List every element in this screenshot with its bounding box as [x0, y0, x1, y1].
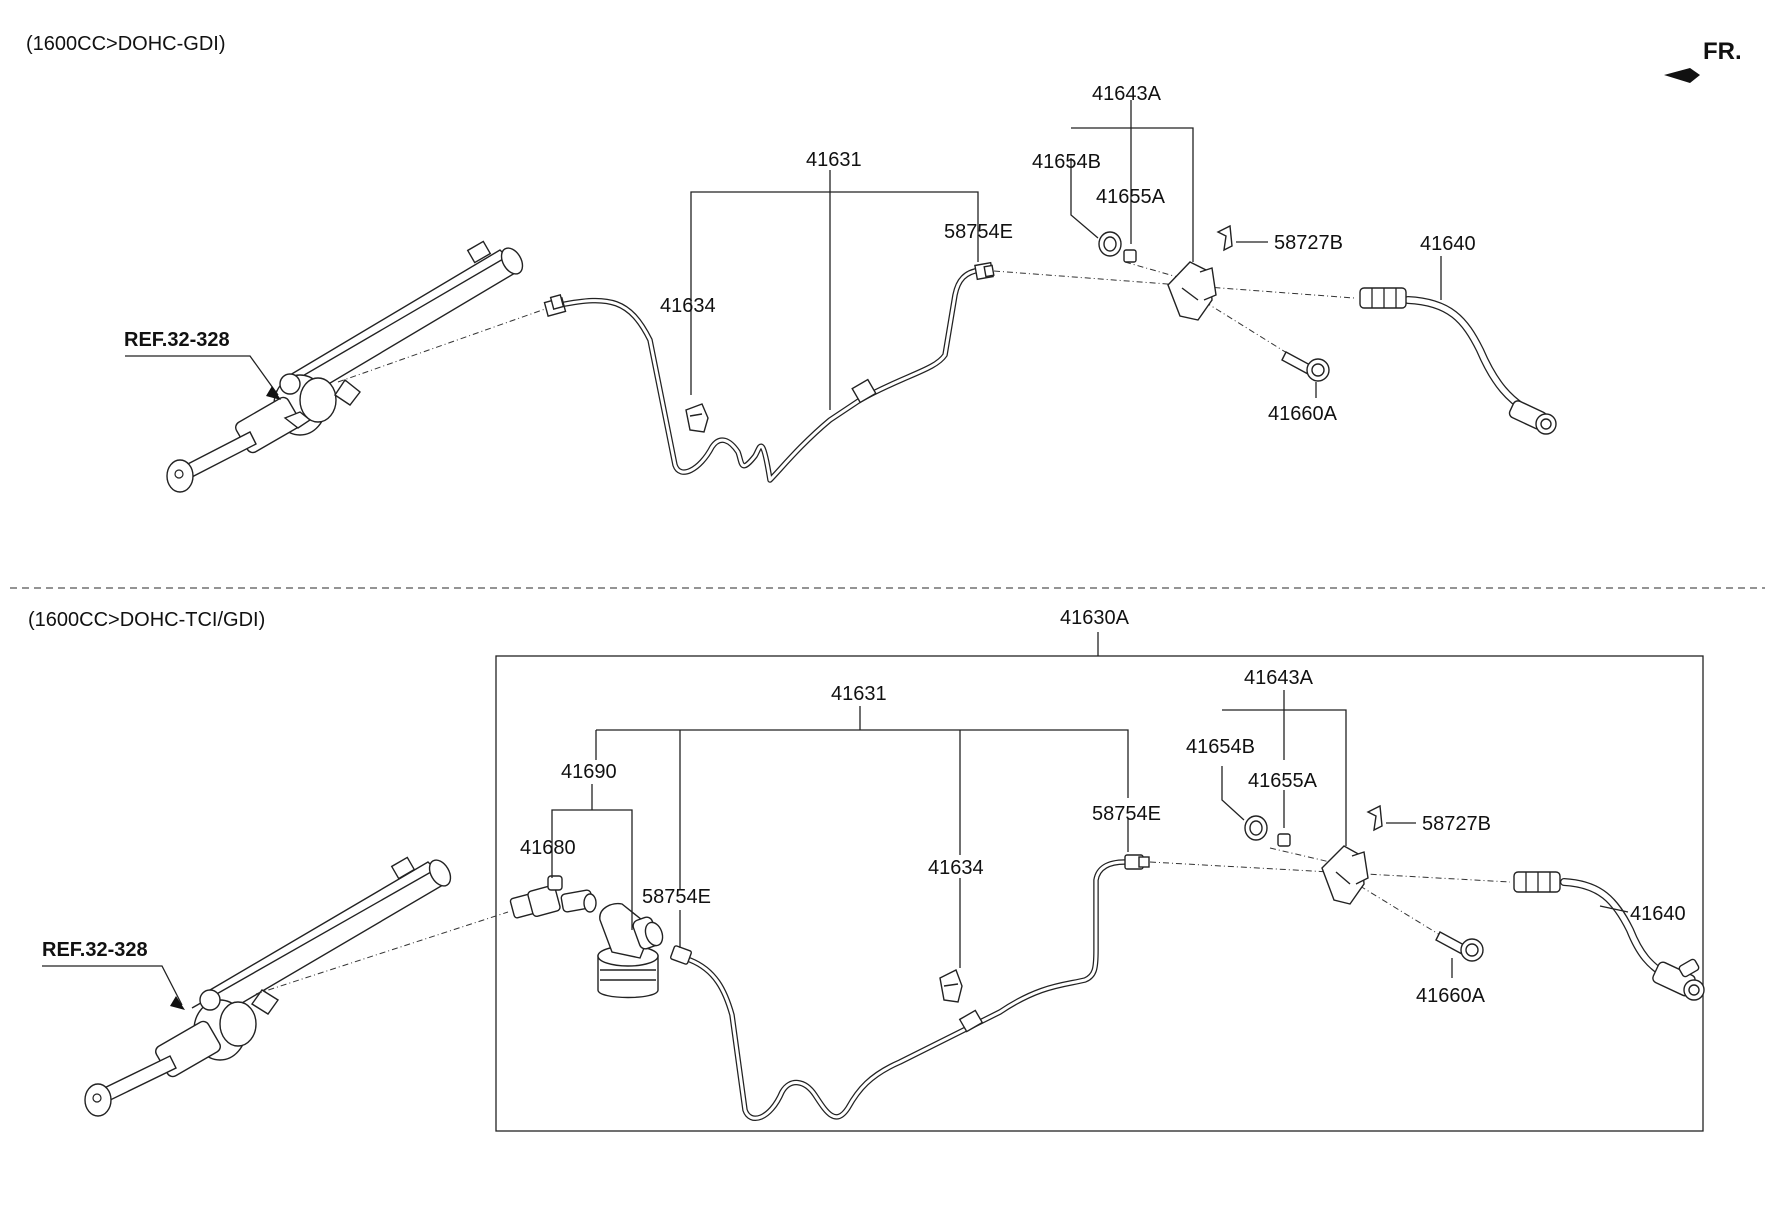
bottom-pipe-clip	[939, 969, 963, 1003]
top-label-41631: 41631	[806, 149, 862, 171]
bottom-ref-label: REF.32-328	[42, 939, 148, 961]
top-hose-bracket	[1167, 261, 1217, 321]
bottom-label-41654B: 41654B	[1186, 736, 1255, 758]
top-label-58727B: 58727B	[1274, 232, 1343, 254]
top-flexible-hose	[1359, 287, 1557, 435]
bottom-label-41630A: 41630A	[1060, 607, 1130, 629]
top-label-41640: 41640	[1420, 233, 1476, 255]
top-label-41654B: 41654B	[1032, 151, 1101, 173]
bottom-label-41640: 41640	[1630, 903, 1686, 925]
front-direction-indicator: FR.	[1664, 38, 1742, 83]
bottom-ref-leader	[42, 965, 183, 1006]
bottom-label-58754E-right: 58754E	[1092, 803, 1161, 825]
bottom-lock-clip	[1366, 804, 1383, 832]
top-label-41643A: 41643A	[1092, 83, 1162, 105]
top-clutch-pipe	[543, 261, 995, 483]
bottom-elbow-connector	[509, 875, 597, 919]
bottom-label-41660A: 41660A	[1416, 985, 1486, 1007]
top-bolt	[1281, 351, 1330, 382]
top-assembly: REF.32-328 41631 41634 58754E	[124, 83, 1557, 493]
top-ref-arrow-icon	[266, 386, 281, 400]
top-label-41634: 41634	[660, 295, 716, 317]
top-label-41660A: 41660A	[1268, 403, 1338, 425]
bottom-reservoir-fitting	[597, 902, 664, 999]
bottom-hose-bracket	[1321, 845, 1369, 905]
bottom-clutch-pipe	[670, 854, 1150, 1121]
bottom-ref-arrow-icon	[170, 996, 185, 1010]
bottom-washer	[1277, 833, 1291, 847]
bottom-flexible-hose	[1513, 871, 1705, 1001]
top-ref-leader	[125, 355, 279, 396]
top-ref-label: REF.32-328	[124, 329, 230, 351]
assembly-41630A-box	[495, 655, 1704, 1132]
bottom-section-header: (1600CC>DOHC-TCI/GDI)	[28, 609, 265, 631]
bottom-label-41643A: 41643A	[1244, 667, 1314, 689]
bottom-master-cylinder	[84, 856, 452, 1117]
bottom-label-41631: 41631	[831, 683, 887, 705]
front-arrow-icon	[1664, 68, 1700, 83]
top-pipe-clip	[685, 403, 709, 433]
top-washer	[1123, 249, 1137, 263]
top-label-58754E: 58754E	[944, 221, 1013, 243]
bottom-label-41634: 41634	[928, 857, 984, 879]
bottom-label-41680: 41680	[520, 837, 576, 859]
bottom-bolt	[1435, 931, 1484, 962]
top-lock-clip	[1216, 224, 1233, 252]
top-41631-bracket	[690, 191, 979, 395]
top-master-cylinder	[166, 240, 524, 493]
bottom-label-58727B: 58727B	[1422, 813, 1491, 835]
front-label: FR.	[1703, 38, 1742, 65]
top-label-41655A: 41655A	[1096, 186, 1166, 208]
bottom-label-41655A: 41655A	[1248, 770, 1318, 792]
bottom-label-58754E-left: 58754E	[642, 886, 711, 908]
bottom-label-41690: 41690	[561, 761, 617, 783]
bottom-assembly: 41630A REF.32-328	[42, 607, 1705, 1132]
top-section-header: (1600CC>DOHC-GDI)	[26, 33, 225, 55]
